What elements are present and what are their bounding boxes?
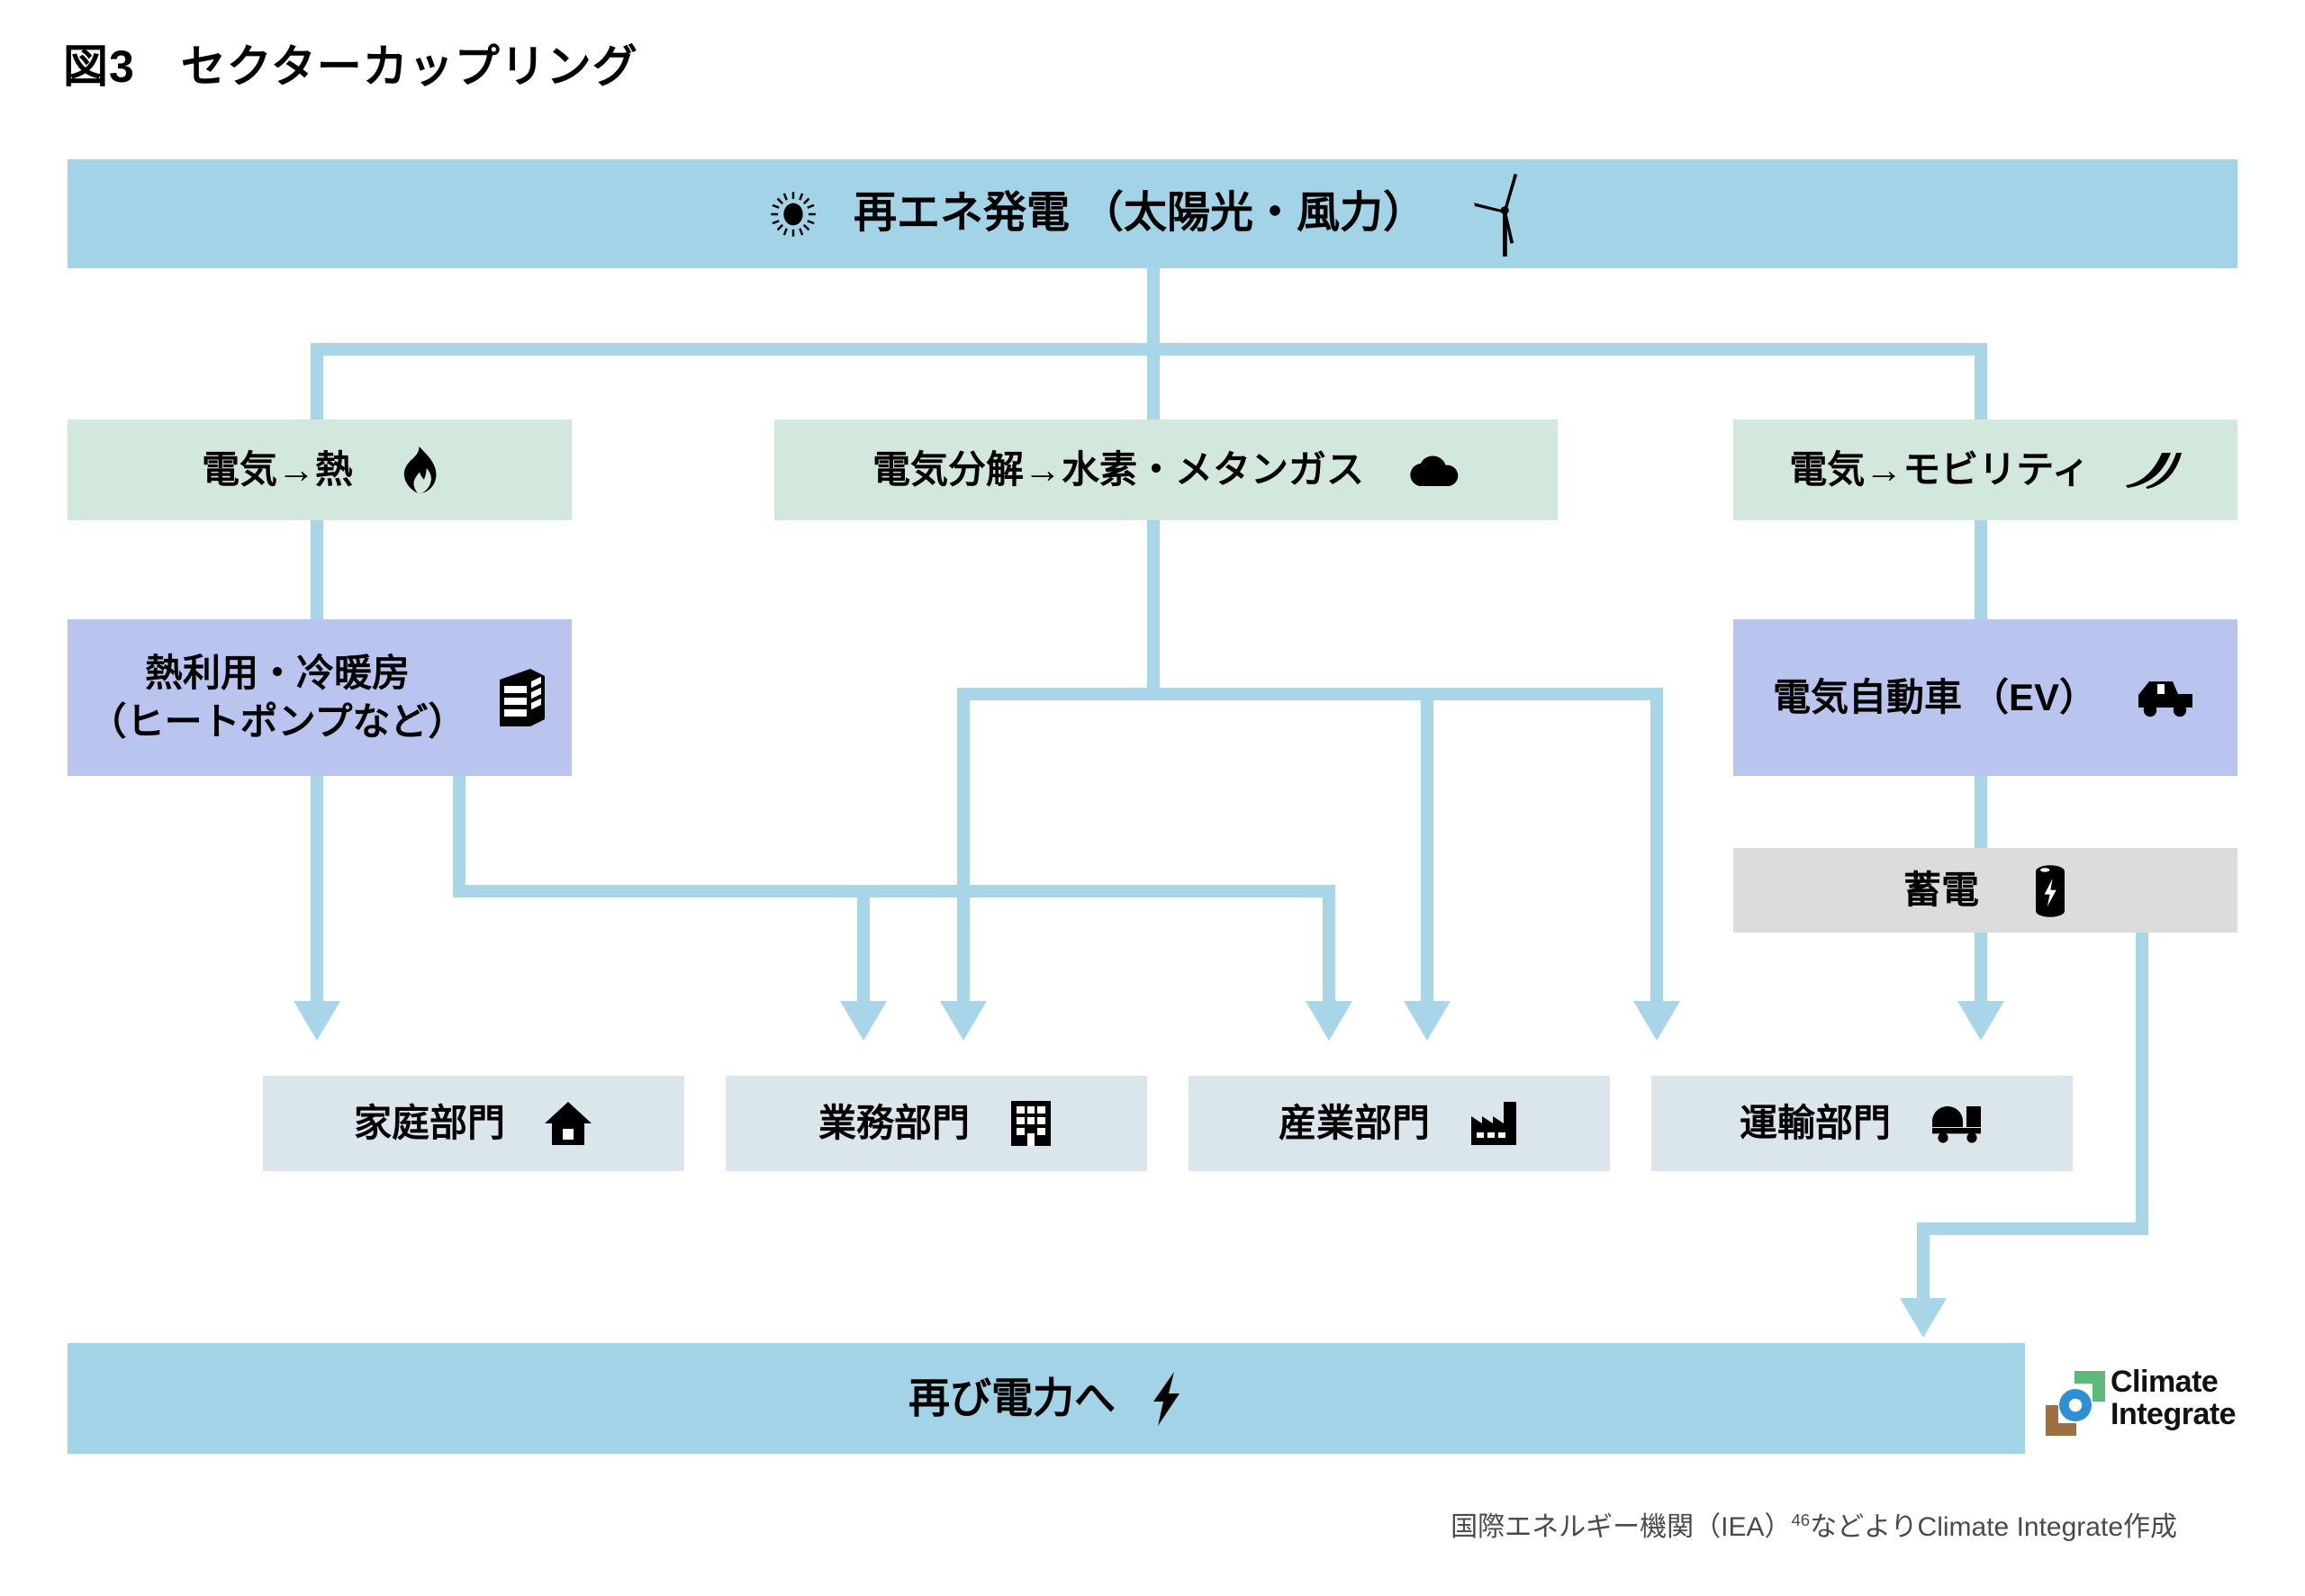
logo-text-line1: Climate [2111,1365,2219,1399]
node-electricity-to-mobility-label: 電気→モビリティ [1789,448,2090,491]
connector-heatpump-branch-to-industry [1323,885,1335,1006]
connector-heat-to-heatpump [311,520,323,619]
truck-icon [1929,1104,1984,1143]
node-renewable-generation[interactable]: 再エネ発電 （太陽光・風力） [68,159,2237,268]
connector-gas-to-commercial [957,688,970,1006]
connector-mobility-to-ev [1975,520,1987,619]
node-electric-vehicle-label: 電気自動車 [1772,676,1962,719]
node-sector-commercial[interactable]: 業務部門 [726,1076,1147,1171]
node-electricity-to-heat[interactable]: 電気→熱 [68,419,572,520]
arrow-transport-right [1957,1001,2004,1041]
node-return-to-power-label: 再び電力へ [908,1375,1116,1422]
node-electricity-to-mobility[interactable]: 電気→モビリティ [1733,419,2237,520]
car-icon [2133,677,2198,718]
connector-storage-loop-down [2136,933,2148,1235]
node-return-to-power[interactable]: 再び電力へ [68,1343,2025,1454]
connector-to-gas [1147,343,1160,419]
connector-heatpump-branch-down [453,776,466,897]
battery-icon [2033,862,2067,918]
bolt-icon [1148,1371,1184,1427]
node-renewable-generation-paren: （太陽光・風力） [1080,189,1427,238]
connector-storage-to-transport [1975,933,1987,1006]
sun-icon [769,190,818,239]
logo-mark-icon [2046,1371,2105,1436]
climate-integrate-logo: Climate Integrate [2042,1365,2273,1457]
logo-text-line2: Integrate [2111,1397,2237,1432]
connector-gas-spur-left [857,885,970,897]
node-sector-commercial-label: 業務部門 [818,1102,970,1145]
source-note-post: などよりClimate Integrate作成 [1810,1512,2177,1542]
node-sector-household[interactable]: 家庭部門 [263,1076,684,1171]
connector-to-mobility [1975,343,1987,419]
house-icon [543,1100,593,1147]
node-sector-industry-label: 産業部門 [1278,1102,1430,1145]
road-icon [2124,449,2182,491]
node-electric-vehicle-paren: （EV） [1970,676,2098,719]
node-electrolysis-to-hydrogen[interactable]: 電気分解→水素・メタンガス [774,419,1558,520]
flame-icon [394,446,438,494]
source-note-footnote: 46 [1791,1510,1811,1529]
node-heat-use-hvac[interactable]: 熱利用・冷暖房 （ヒートポンプなど） [68,619,572,776]
node-heat-use-hvac-sub: （ヒートポンプなど） [88,700,466,743]
connector-heatpump-to-household [311,776,323,1006]
office-building-icon [1008,1099,1054,1148]
arrow-transport-left [1633,1001,1680,1041]
factory-icon [1468,1100,1520,1147]
heat-pump-icon [494,665,550,730]
connector-gas-to-industry [1421,688,1433,1006]
cloud-icon [1406,452,1460,488]
arrow-industry-left [1306,1001,1352,1041]
connector-gas-drop [1147,520,1160,700]
node-battery-storage-label: 蓄電 [1903,869,1979,912]
node-sector-household-label: 家庭部門 [353,1102,505,1145]
connector-storage-loop-to-return [1917,1222,1930,1303]
node-electricity-to-heat-label: 電気→熱 [201,448,353,491]
arrow-commercial-left [840,1001,887,1041]
connector-storage-loop-left [1917,1222,2148,1235]
arrow-commercial-right [940,1001,987,1041]
connector-source-drop [1147,268,1160,349]
connector-ev-to-storage [1975,776,1987,848]
node-sector-transport[interactable]: 運輸部門 [1651,1076,2073,1171]
node-heat-use-hvac-label: 熱利用・冷暖房 [144,652,410,695]
node-sector-industry[interactable]: 産業部門 [1189,1076,1610,1171]
figure-title: 図3 セクターカップリング [63,41,638,92]
arrow-household-left [294,1001,340,1041]
node-sector-transport-label: 運輸部門 [1739,1102,1891,1145]
node-electric-vehicle[interactable]: 電気自動車 （EV） [1733,619,2237,776]
arrow-return-power [1900,1298,1947,1338]
node-battery-storage[interactable]: 蓄電 [1733,848,2237,933]
connector-to-heat [311,343,323,419]
source-note-pre: 国際エネルギー機関（IEA） [1451,1512,1792,1542]
node-electrolysis-to-hydrogen-label: 電気分解→水素・メタンガス [872,448,1364,491]
arrow-industry-right [1404,1001,1451,1041]
node-renewable-generation-label: 再エネ発電 [853,189,1070,238]
wind-turbine-icon [1469,171,1536,257]
connector-gas-spur-down [857,885,870,1006]
source-note: 国際エネルギー機関（IEA）46などよりClimate Integrate作成 [1451,1504,2177,1544]
connector-gas-to-transport [1650,688,1663,1006]
connector-gas-bus [957,688,1663,700]
